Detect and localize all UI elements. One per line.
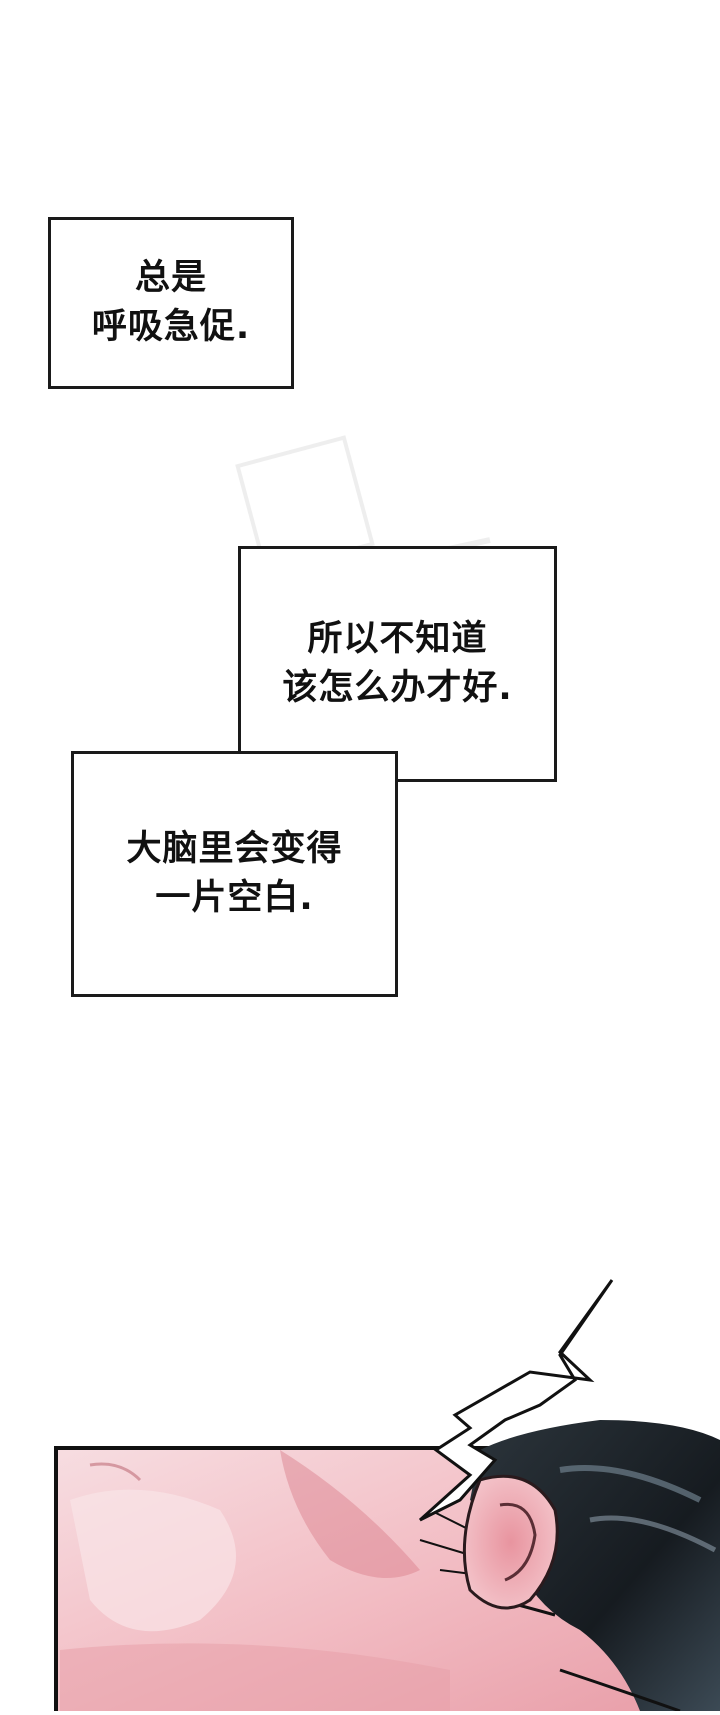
caption-3-line-1: 大脑里会变得: [126, 829, 343, 869]
caption-2-line-1: 所以不知道: [307, 619, 488, 659]
caption-1-line-2: 呼吸急促.: [91, 307, 251, 347]
caption-box-2: 所以不知道 该怎么办才好.: [238, 546, 557, 782]
caption-box-1: 总是 呼吸急促.: [48, 217, 294, 389]
comic-panel-illustration: [0, 1270, 720, 1715]
caption-3-line-2: 一片空白.: [155, 878, 314, 918]
caption-box-3: 大脑里会变得 一片空白.: [71, 751, 398, 997]
caption-1-line-1: 总是: [134, 258, 207, 298]
caption-2-line-2: 该怎么办才好.: [282, 668, 513, 708]
